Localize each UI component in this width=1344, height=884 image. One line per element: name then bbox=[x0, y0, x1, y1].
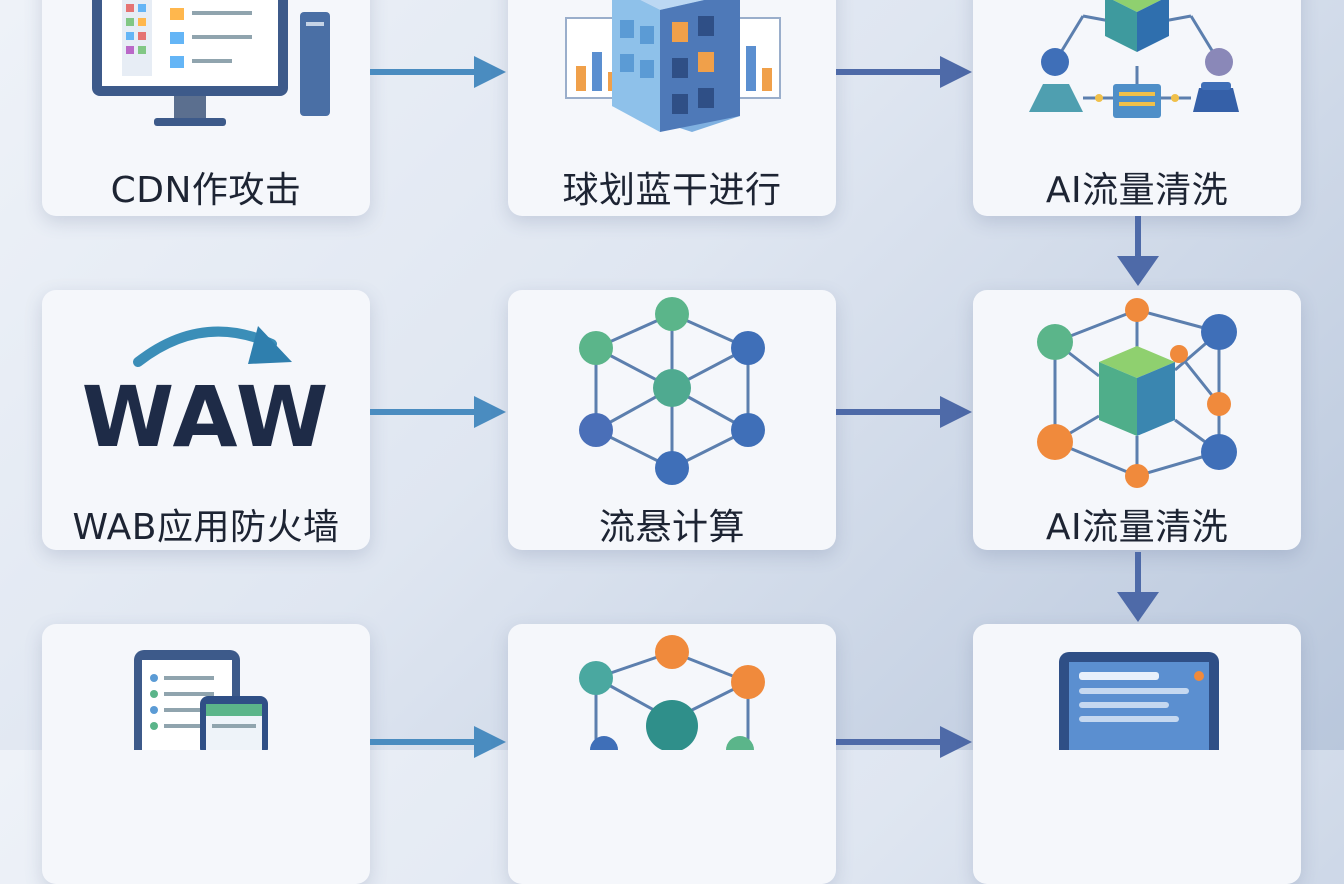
ai-cleaning-label-1: AI流量清洗 bbox=[1045, 170, 1229, 211]
cdn-label: CDN作攻击 bbox=[110, 170, 302, 211]
curved-arrow-icon bbox=[133, 326, 292, 367]
compute-label: 流悬计算 bbox=[598, 507, 745, 548]
waw-logo: WAW bbox=[81, 368, 331, 466]
network-cube-icon-2 bbox=[1037, 298, 1237, 488]
building-chart-icon bbox=[565, 0, 781, 132]
arrow-graph-to-tablet bbox=[836, 726, 972, 758]
graph-node-3 bbox=[508, 624, 836, 884]
waf-node: WAW WAB应用防火墙 bbox=[42, 290, 370, 550]
arrow-waf-to-compute bbox=[370, 396, 506, 428]
tablet-phone-icon bbox=[134, 650, 268, 750]
global-label: 球划蓝干进行 bbox=[562, 170, 782, 211]
arrow-ai2-to-next bbox=[1117, 552, 1159, 622]
monitor-icon bbox=[92, 0, 330, 126]
cdn-node: CDN作攻击 bbox=[42, 0, 370, 216]
arrow-ai1-to-ai2 bbox=[1117, 216, 1159, 286]
ai-cleaning-node-2: AI流量清洗 bbox=[973, 290, 1301, 550]
ai-cleaning-node-1: AI流量清洗 bbox=[973, 0, 1301, 216]
arrow-compute-to-ai bbox=[836, 396, 972, 428]
ai-cleaning-label-2: AI流量清洗 bbox=[1045, 507, 1229, 548]
mobile-node bbox=[42, 624, 370, 884]
sphere-network-icon bbox=[579, 635, 765, 750]
arrow-global-to-ai bbox=[836, 56, 972, 88]
compute-node: 流悬计算 bbox=[508, 290, 836, 550]
tablet-dashboard-icon bbox=[1059, 652, 1219, 750]
network-cube-icon bbox=[1029, 0, 1239, 118]
waf-label: WAB应用防火墙 bbox=[72, 507, 340, 548]
global-node: 球划蓝干进行 bbox=[508, 0, 836, 216]
dashboard-node bbox=[973, 624, 1301, 884]
graph-network-icon bbox=[579, 297, 765, 485]
arrow-mobile-to-graph bbox=[370, 726, 506, 758]
arrow-cdn-to-global bbox=[370, 56, 506, 88]
